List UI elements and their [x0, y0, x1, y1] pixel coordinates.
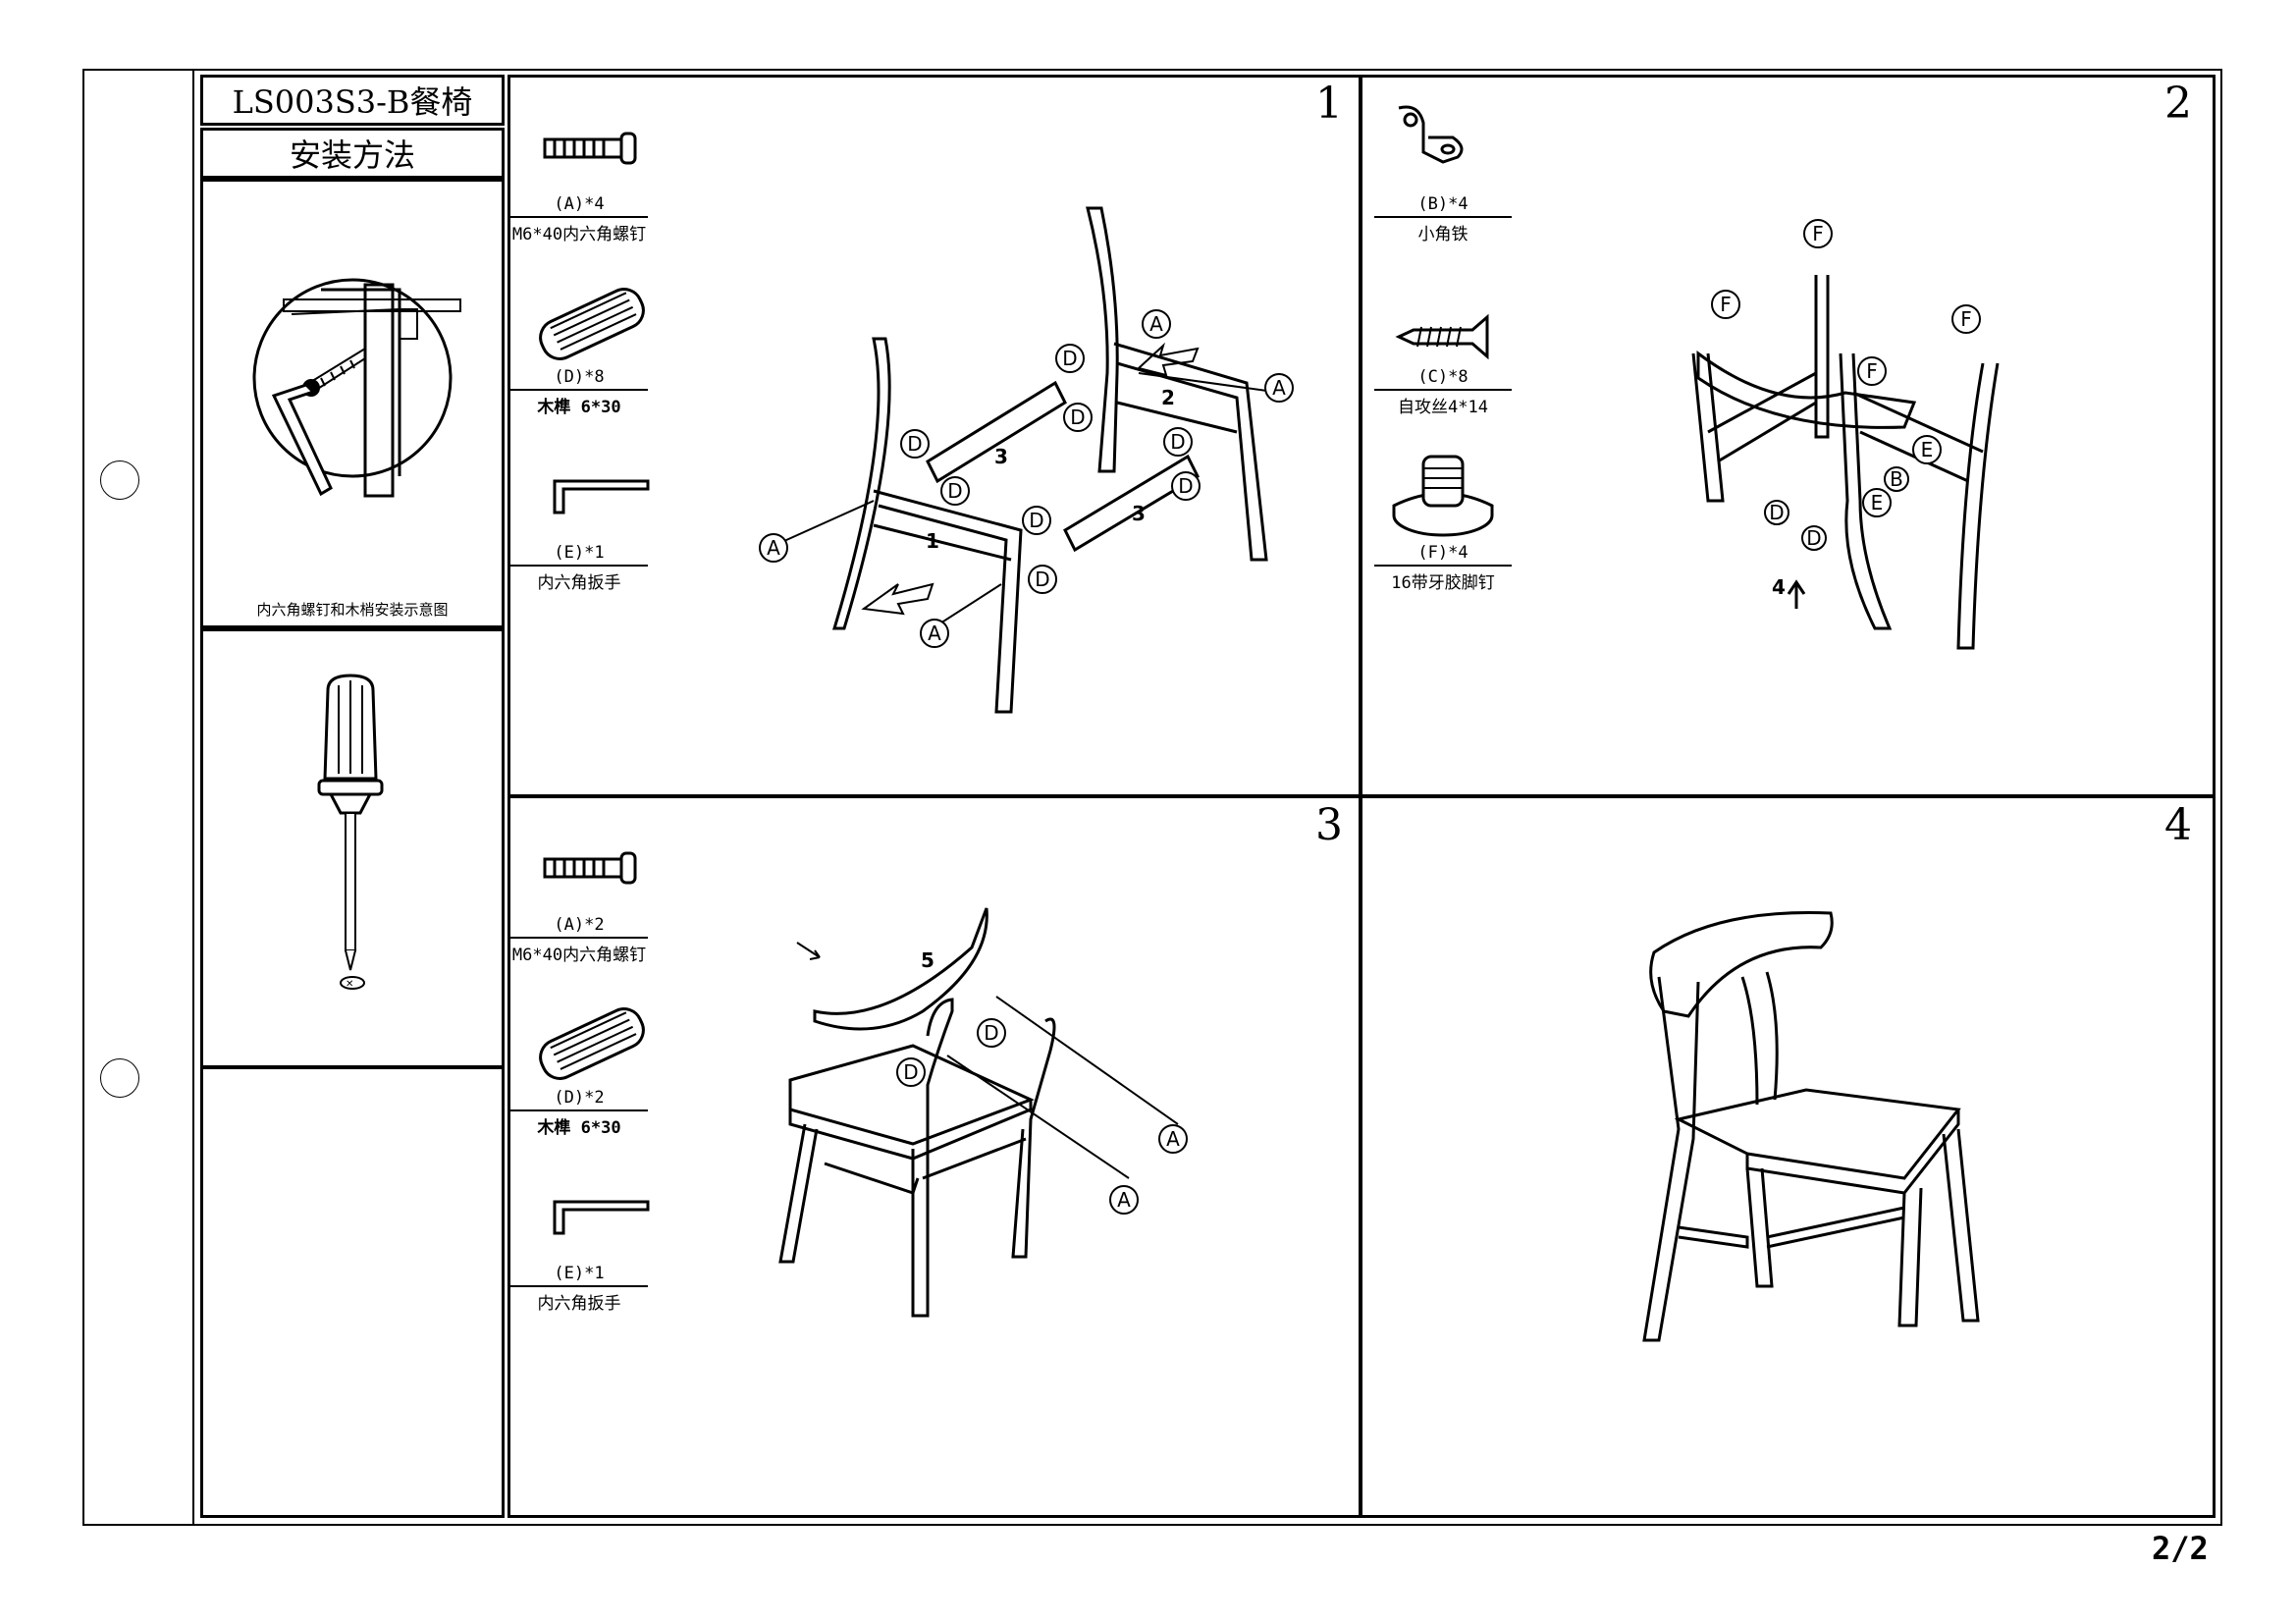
- foot-glide-icon: [1392, 455, 1494, 537]
- part-desc: 自攻丝4*14: [1398, 398, 1488, 417]
- binder-hole: [100, 1058, 139, 1098]
- step-1-number: 1: [1315, 79, 1343, 129]
- part-label: (C)*8 自攻丝4*14: [1374, 367, 1512, 417]
- part-qty: (E)*1: [510, 1264, 648, 1287]
- callout-label: A: [1149, 312, 1163, 336]
- callout-label: D: [1070, 406, 1085, 429]
- callout-label: D: [1035, 568, 1049, 591]
- binder-hole: [100, 460, 139, 500]
- callout-label: A: [928, 622, 941, 645]
- hex-key-icon: [553, 479, 650, 514]
- model-title: LS003S3-B餐椅: [200, 75, 505, 126]
- part-label: (B)*4 小角铁: [1374, 194, 1512, 244]
- part-desc: M6*40内六角螺钉: [511, 946, 647, 965]
- callout-label: F: [1866, 359, 1878, 383]
- part-number: 2: [1161, 386, 1175, 409]
- part-number: 5: [921, 948, 934, 972]
- part-desc: 内六角扳手: [537, 1294, 621, 1314]
- callout-label: E: [1871, 491, 1884, 514]
- page-frame: [82, 69, 2222, 1526]
- part-qty: (D)*8: [510, 367, 648, 391]
- callout-label: A: [1272, 376, 1286, 400]
- svg-text:✕: ✕: [346, 979, 353, 990]
- bolt-icon: [543, 851, 637, 885]
- part-qty: (A)*2: [510, 915, 648, 939]
- part-qty: (A)*4: [510, 194, 648, 218]
- step-3-number: 3: [1315, 800, 1343, 850]
- callout-label: D: [984, 1021, 998, 1045]
- callout-label: E: [1921, 438, 1934, 461]
- step-2-number: 2: [2164, 79, 2192, 129]
- model-title-text: LS003S3-B餐椅: [232, 83, 473, 121]
- callout-label: D: [907, 432, 922, 456]
- part-qty: (B)*4: [1374, 194, 1512, 218]
- step-4-number: 4: [2164, 800, 2192, 850]
- dowel-icon: [539, 1007, 645, 1080]
- callout-label: D: [1178, 474, 1193, 498]
- part-number: 1: [926, 529, 939, 553]
- part-desc: 木榫 6*30: [537, 1118, 621, 1138]
- callout-label: D: [1806, 526, 1821, 550]
- part-qty: (C)*8: [1374, 367, 1512, 391]
- part-label: (D)*2 木榫 6*30: [510, 1088, 648, 1138]
- bolt-icon: [543, 132, 637, 165]
- callout-label: A: [767, 536, 780, 560]
- instructions-title-text: 安装方法: [289, 136, 415, 174]
- dowel-icon: [539, 288, 645, 360]
- part-desc: 内六角扳手: [537, 573, 621, 593]
- part-desc: 木榫 6*30: [537, 398, 621, 417]
- screwdriver-panel: ✕: [200, 628, 505, 1068]
- callout-label: D: [1062, 347, 1077, 370]
- hex-key-icon: [553, 1200, 650, 1235]
- part-desc: 小角铁: [1417, 225, 1468, 244]
- part-number: 4: [1772, 575, 1786, 599]
- callout-label: D: [1769, 501, 1784, 524]
- part-number: 3: [994, 445, 1008, 468]
- step-2-inverted-chair-drawing: F F F F E E B D D 4: [1691, 219, 2000, 650]
- part-label: (E)*1 内六角扳手: [510, 1264, 648, 1314]
- callout-label: D: [903, 1060, 918, 1084]
- step-4-assembled-chair-drawing: [1642, 911, 1980, 1342]
- part-label: (F)*4 16带牙胶脚钉: [1374, 543, 1512, 593]
- part-label: (A)*2 M6*40内六角螺钉: [510, 915, 648, 965]
- callout-label: D: [947, 479, 962, 503]
- margin-line: [192, 69, 194, 1526]
- screwdriver-icon: ✕: [317, 674, 384, 990]
- part-label: (A)*4 M6*40内六角螺钉: [510, 194, 648, 244]
- callout-label: B: [1890, 467, 1903, 491]
- hex-key-illustration: [252, 278, 461, 498]
- screw-icon: [1395, 313, 1489, 360]
- page-number: 2/2: [2152, 1530, 2209, 1567]
- callout-label: D: [1170, 430, 1185, 454]
- hex-screw-caption: 内六角螺钉和木梢安装示意图: [256, 601, 449, 619]
- blank-panel: [200, 1066, 505, 1518]
- corner-bracket-icon: [1398, 105, 1464, 164]
- part-number: 3: [1132, 502, 1146, 525]
- callout-label: A: [1117, 1188, 1131, 1212]
- part-qty: (E)*1: [510, 543, 648, 567]
- part-qty: (D)*2: [510, 1088, 648, 1111]
- step-3-backrest-drawing: D D A A 5: [778, 907, 1188, 1318]
- part-qty: (F)*4: [1374, 543, 1512, 567]
- part-desc: 16带牙胶脚钉: [1391, 573, 1495, 593]
- step-1-frame-drawing: A A A A D D D D D D D D 1 2 3 3: [759, 206, 1294, 714]
- part-desc: M6*40内六角螺钉: [511, 225, 647, 244]
- hex-screw-panel: 内六角螺钉和木梢安装示意图: [200, 179, 505, 628]
- part-label: (D)*8 木榫 6*30: [510, 367, 648, 417]
- callout-label: F: [1812, 222, 1824, 245]
- instructions-title: 安装方法: [200, 128, 505, 179]
- callout-label: A: [1166, 1127, 1180, 1151]
- part-label: (E)*1 内六角扳手: [510, 543, 648, 593]
- callout-label: F: [1960, 307, 1972, 331]
- callout-label: F: [1720, 293, 1732, 316]
- callout-label: D: [1029, 509, 1043, 532]
- step-4-panel: [1360, 795, 2216, 1518]
